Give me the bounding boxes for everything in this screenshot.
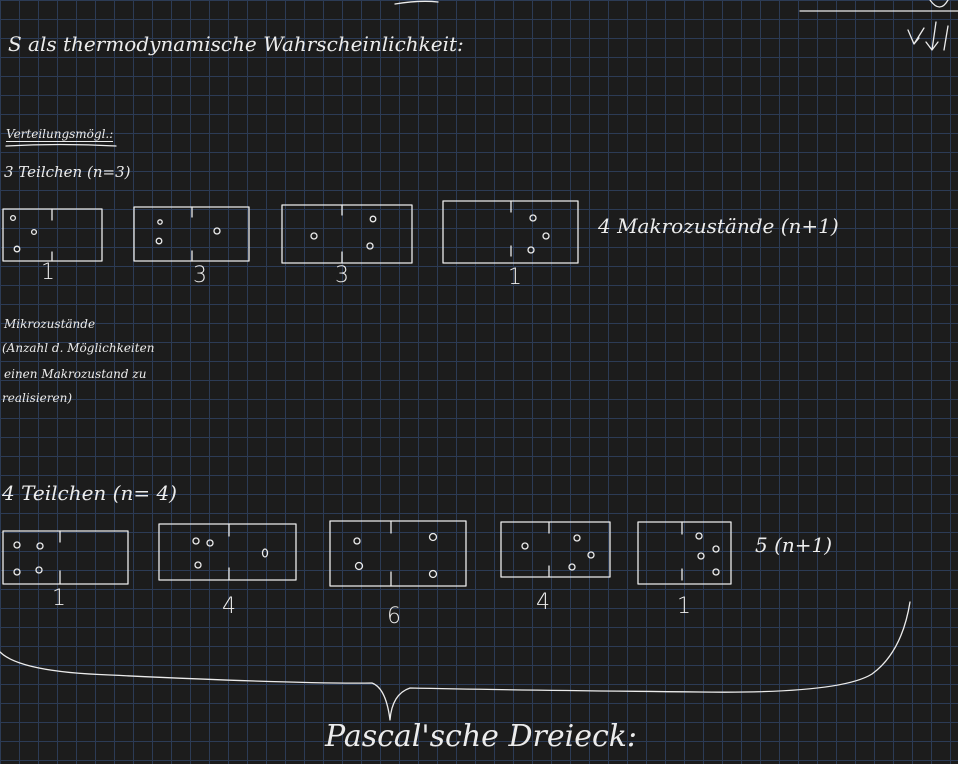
curly-brace [0,601,911,721]
section-label: Verteilungsmögl.: [6,127,114,142]
arrow-down-icon [907,27,925,45]
macrostate-box [158,523,297,581]
microstate-count: 3 [335,263,349,288]
microstate-count: 4 [536,590,550,615]
microstate-count: 3 [193,263,207,288]
microstate-count: 4 [222,594,236,619]
micro-note-line: realisieren) [2,391,73,405]
macrostate-box [281,204,413,264]
macrostate-box [442,200,579,264]
top-stroke [394,0,439,5]
micro-note-line: (Anzahl d. Möglichkeiten [2,341,155,355]
macrostate-box [500,521,611,578]
case3-macro-note: 4 Makrozustände (n+1) [598,214,839,238]
micro-note-line: einen Makrozustand zu [4,367,147,381]
microstate-count: 1 [677,594,691,619]
microstate-count: 6 [387,604,401,629]
top-right-curve [929,0,949,8]
case4-macro-note: 5 (n+1) [755,533,833,557]
microstate-count: 1 [41,260,55,285]
macrostate-box [2,208,103,262]
brace-label: Pascal'sche Dreieck: [325,719,638,754]
macrostate-box [329,520,467,587]
macrostate-box [133,206,250,262]
page-heading: S als thermodynamische Wahrscheinlichkei… [8,32,464,56]
case3-title: 3 Teilchen (n=3) [4,163,131,181]
case4-title: 4 Teilchen (n= 4) [2,481,177,505]
microstate-count: 1 [508,265,522,290]
macrostate-box [2,530,129,585]
macrostate-box [637,521,732,585]
microstate-count: 1 [52,586,66,611]
arrow-down-icon [943,25,949,51]
section-underline [5,143,117,147]
micro-note-line: Mikrozustände [4,317,96,331]
arrow-down-icon [925,21,939,51]
